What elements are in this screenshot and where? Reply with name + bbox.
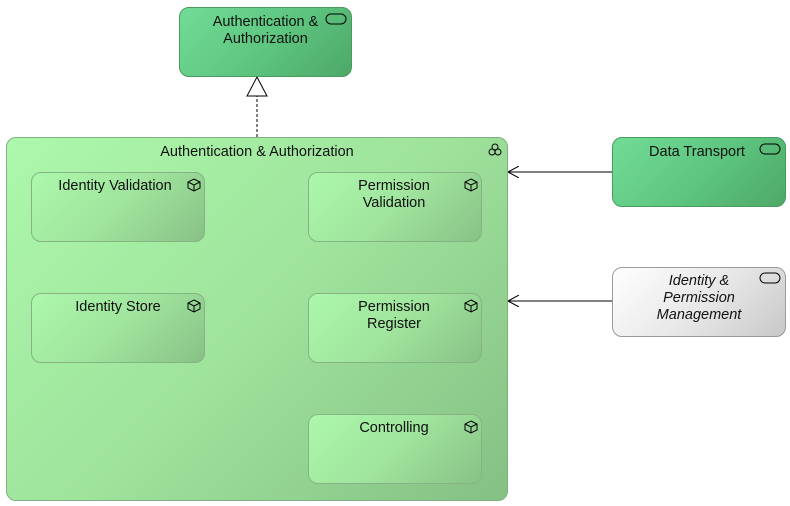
component-icon bbox=[464, 420, 478, 434]
realization-edge[interactable] bbox=[246, 75, 268, 137]
identity-validation-node[interactable]: Identity Validation bbox=[31, 172, 205, 242]
component-icon bbox=[464, 299, 478, 313]
node-label: Permission Register bbox=[358, 299, 430, 332]
service-icon bbox=[325, 13, 347, 25]
identity-permission-management-node[interactable]: Identity & Permission Management bbox=[612, 267, 786, 337]
service-icon bbox=[759, 143, 781, 155]
node-label: Permission Validation bbox=[358, 178, 430, 211]
realization-arrowhead bbox=[246, 75, 268, 97]
node-label: Identity & Permission Management bbox=[656, 273, 742, 323]
permission-validation-node[interactable]: Permission Validation bbox=[308, 172, 482, 242]
permission-register-node[interactable]: Permission Register bbox=[308, 293, 482, 363]
data-transport-node[interactable]: Data Transport bbox=[612, 137, 786, 207]
auth-service-node[interactable]: Authentication & Authorization bbox=[179, 7, 352, 77]
component-icon bbox=[187, 178, 201, 192]
node-label: Identity Store bbox=[75, 299, 161, 315]
node-label: Identity Validation bbox=[58, 178, 172, 194]
controlling-node[interactable]: Controlling bbox=[308, 414, 482, 484]
collaboration-icon bbox=[488, 143, 502, 156]
component-icon bbox=[464, 178, 478, 192]
component-icon bbox=[187, 299, 201, 313]
identity-store-node[interactable]: Identity Store bbox=[31, 293, 205, 363]
node-label: Authentication & Authorization bbox=[212, 14, 319, 47]
group-label: Authentication & Authorization bbox=[160, 144, 354, 160]
service-icon bbox=[759, 272, 781, 284]
node-label: Controlling bbox=[359, 420, 429, 436]
node-label: Data Transport bbox=[649, 144, 745, 160]
